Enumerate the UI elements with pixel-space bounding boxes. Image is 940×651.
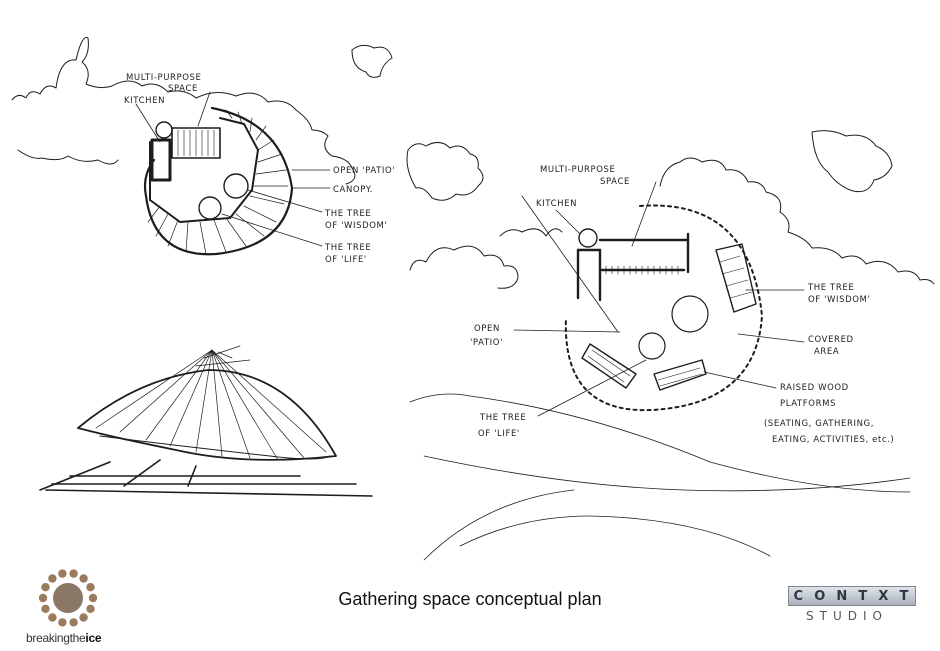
- breaking-the-ice-wordmark: breakingtheice: [26, 631, 102, 645]
- large-plan-foliage: [406, 130, 935, 289]
- breaking-the-ice-dot: [69, 618, 78, 627]
- large-label-raised-wood-4: EATING, ACTIVITIES, etc.): [772, 435, 894, 445]
- small-plan-outer-ring: [143, 106, 294, 256]
- large-plan-multipurpose-hatch: [605, 265, 679, 275]
- breaking-the-ice-dot: [58, 569, 67, 578]
- small-label-tree-life-2: OF 'LIFE': [325, 255, 367, 265]
- breaking-the-ice-dot: [41, 583, 50, 592]
- breaking-the-ice-dot: [86, 583, 95, 592]
- large-label-multipurpose-2: SPACE: [600, 177, 630, 187]
- breaking-the-ice-logo: [38, 569, 98, 627]
- landscape-contours: [409, 393, 911, 561]
- small-label-canopy: CANOPY.: [333, 185, 373, 195]
- small-label-kitchen: KITCHEN: [124, 96, 165, 106]
- small-plan-entry-tree: [155, 121, 173, 139]
- large-label-open-patio-2: 'PATIO': [470, 338, 503, 348]
- canopy-perspective-sketch: [39, 345, 373, 497]
- breaking-the-ice-dot: [88, 593, 98, 603]
- small-label-open-patio: OPEN 'PATIO': [333, 166, 395, 176]
- ctx-letter-1: C: [793, 588, 806, 604]
- small-label-multipurpose-2: SPACE: [168, 84, 198, 94]
- bti-wordmark-suffix: ice: [85, 631, 102, 645]
- large-label-raised-wood-3: (SEATING, GATHERING,: [764, 419, 874, 429]
- large-label-multipurpose-1: MULTI-PURPOSE: [540, 165, 616, 175]
- small-plan-canopy-hatch: [147, 109, 289, 255]
- large-label-tree-wisdom-1: THE TREE: [807, 283, 854, 293]
- large-label-covered-area-2: AREA: [814, 347, 839, 357]
- bti-wordmark-prefix: breakingthe: [26, 631, 86, 645]
- context-studio-plate: C O N T X T: [788, 586, 916, 606]
- small-plan-patio: [149, 117, 259, 223]
- large-label-raised-wood-2: PLATFORMS: [780, 399, 836, 409]
- large-plan-covered-area-ring: [564, 204, 763, 412]
- large-plan-platforms: [581, 243, 757, 391]
- ctx-letter-4: T: [858, 588, 870, 604]
- ctx-letter-6: T: [899, 588, 911, 604]
- large-label-tree-life-1: THE TREE: [479, 413, 526, 423]
- canopy-inner-edge: [99, 435, 331, 460]
- small-label-tree-wisdom-1: THE TREE: [324, 209, 371, 219]
- small-plan-foliage: [11, 36, 393, 185]
- small-plan-sketch: MULTI-PURPOSE SPACE KITCHEN OPEN 'PATIO'…: [11, 36, 395, 265]
- page-caption: Gathering space conceptual plan: [338, 589, 602, 609]
- large-plan-walls: [576, 232, 690, 302]
- breaking-the-ice-dot: [79, 574, 88, 583]
- large-label-open-patio-1: OPEN: [474, 324, 500, 334]
- large-label-tree-life-2: OF 'LIFE': [478, 429, 520, 439]
- ctx-letter-5: X: [878, 588, 891, 604]
- breaking-the-ice-dot: [86, 604, 95, 613]
- large-label-kitchen: KITCHEN: [536, 199, 577, 209]
- large-label-raised-wood-1: RAISED WOOD: [780, 383, 849, 393]
- large-plan-platform-hatch: [587, 255, 753, 387]
- breaking-the-ice-dot: [38, 593, 48, 603]
- large-plan-entry-tree: [578, 228, 598, 248]
- ctx-letter-2: O: [814, 588, 828, 604]
- ctx-letter-3: N: [836, 588, 850, 604]
- large-label-covered-area-1: COVERED: [808, 335, 854, 345]
- breaking-the-ice-dot: [41, 604, 50, 613]
- small-plan-multipurpose-block: [171, 127, 221, 159]
- context-studio-subtitle: STUDIO: [806, 609, 888, 623]
- breaking-the-ice-dots: [38, 569, 98, 627]
- large-plan-sketch: MULTI-PURPOSE SPACE KITCHEN THE TREE OF …: [406, 130, 935, 445]
- small-plan-tree-life: [198, 196, 222, 220]
- small-plan-kitchen-block: [150, 138, 172, 182]
- large-plan-tree-wisdom: [671, 295, 709, 333]
- small-label-multipurpose-1: MULTI-PURPOSE: [126, 73, 202, 83]
- context-studio-logo: C O N T X T STUDIO: [788, 586, 918, 630]
- large-plan-tree-life: [638, 332, 666, 360]
- breaking-the-ice-dot: [79, 613, 88, 622]
- breaking-the-ice-dot: [58, 618, 67, 627]
- canopy-ribs: [95, 345, 327, 461]
- small-plan-tree-wisdom: [223, 173, 249, 199]
- small-label-tree-life-1: THE TREE: [324, 243, 371, 253]
- large-label-tree-wisdom-2: OF 'WISDOM': [808, 295, 870, 305]
- ground-lines: [39, 459, 373, 497]
- canopy-outer-edge: [77, 369, 337, 461]
- breaking-the-ice-dot: [69, 569, 78, 578]
- small-label-tree-wisdom-2: OF 'WISDOM': [325, 221, 387, 231]
- breaking-the-ice-dot: [48, 613, 57, 622]
- breaking-the-ice-dot: [48, 574, 57, 583]
- breaking-the-ice-center: [53, 583, 83, 613]
